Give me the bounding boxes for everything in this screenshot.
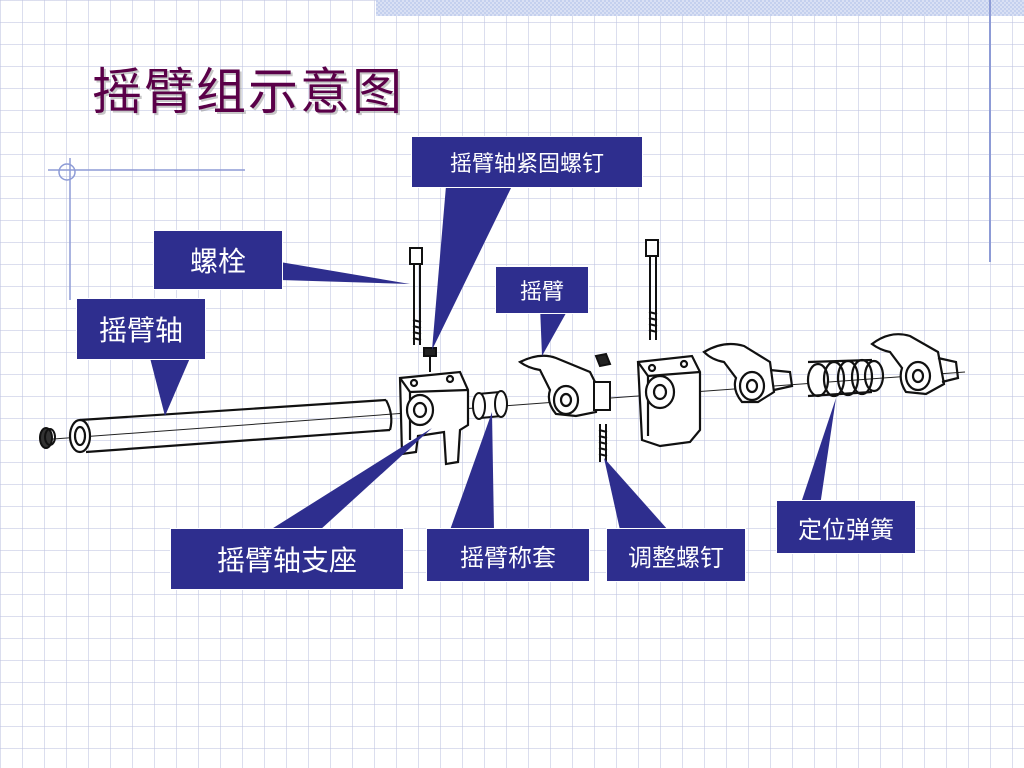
shaft-support-right <box>636 354 702 448</box>
support-bolt <box>409 247 423 345</box>
label-rocker-arm: 摇臂 <box>495 266 589 314</box>
adjusting-screw <box>593 352 612 462</box>
arm-bushing <box>472 390 508 420</box>
support-bolt-right <box>645 239 659 340</box>
rocker-shaft <box>68 398 393 454</box>
rocker-arm-3 <box>870 333 960 396</box>
pointer-bolt <box>280 262 410 284</box>
pointer-adjust-screw <box>604 458 668 530</box>
pointer-clamp-screw <box>432 186 512 350</box>
header-strip <box>376 0 1024 16</box>
label-bolt: 螺栓 <box>153 230 283 290</box>
label-adjust-screw: 调整螺钉 <box>606 528 746 582</box>
right-rule <box>989 0 991 262</box>
callout-pointers <box>150 186 836 530</box>
pointer-locating-spring <box>800 398 836 506</box>
locating-spring <box>806 358 885 398</box>
pointer-arm-bushing <box>450 412 494 530</box>
rocker-arm-2 <box>702 342 794 404</box>
label-shaft-clamp-screw: 摇臂轴紧固螺钉 <box>411 136 643 188</box>
label-arm-bushing: 摇臂称套 <box>426 528 590 582</box>
pointer-shaft-support <box>270 428 432 530</box>
pointer-rocker-shaft <box>150 358 190 416</box>
rocker-arm-1 <box>517 354 600 418</box>
clamp-screw <box>423 347 437 372</box>
shaft-support-left <box>398 370 470 466</box>
shaft-end-cap <box>39 427 56 449</box>
corner-decoration <box>48 158 245 300</box>
label-shaft-support: 摇臂轴支座 <box>170 528 404 590</box>
pointer-rocker-arm <box>540 306 570 356</box>
page-title: 摇臂组示意图 <box>92 63 404 121</box>
label-rocker-shaft: 摇臂轴 <box>76 298 206 360</box>
label-locating-spring: 定位弹簧 <box>776 500 916 554</box>
